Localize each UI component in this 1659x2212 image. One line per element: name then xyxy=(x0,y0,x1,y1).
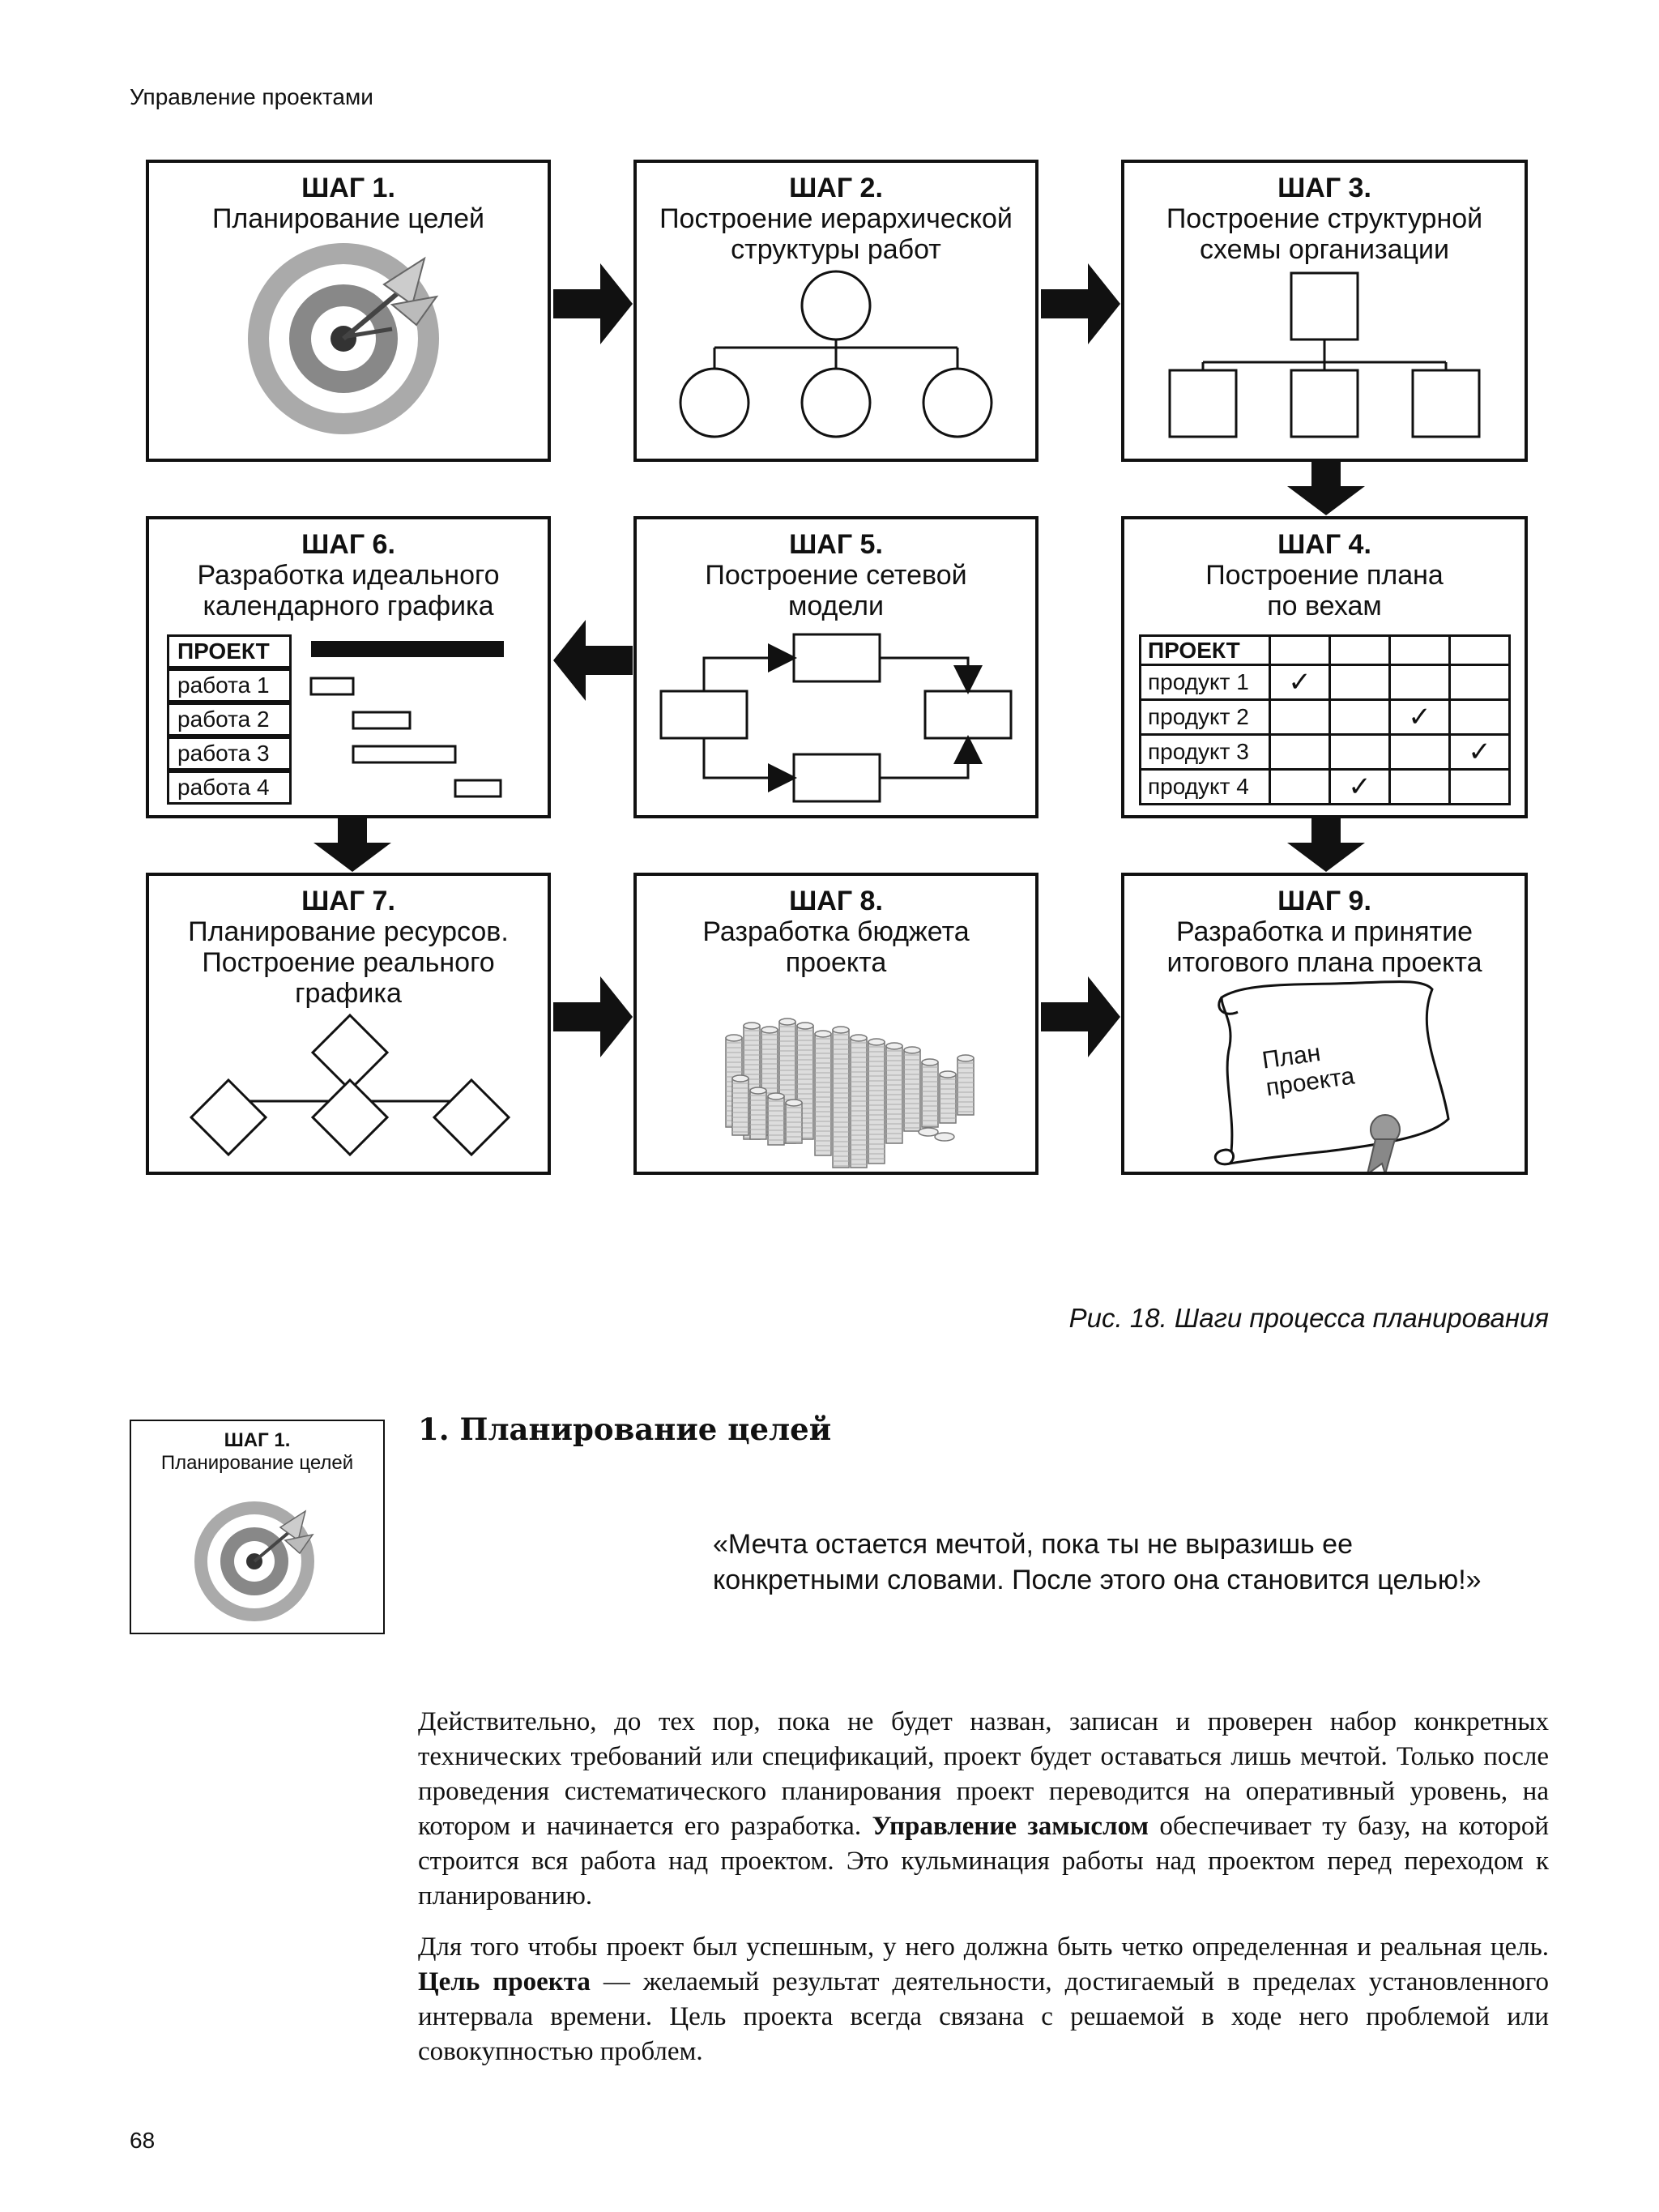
arrow-right-7-8 xyxy=(553,976,633,1057)
step-6-title: ШАГ 6. Разработка идеального календарног… xyxy=(197,529,500,621)
check-icon: ✓ xyxy=(1328,768,1391,805)
step-4-box: ШАГ 4. Построение плана по вехам ПРОЕКТ … xyxy=(1121,516,1528,818)
schedule-row: работа 1 xyxy=(167,668,292,702)
step-5-title: ШАГ 5. Построение сетевой модели xyxy=(705,529,967,621)
step-9-title: ШАГ 9. Разработка и принятие итогового п… xyxy=(1166,886,1482,978)
step-5-box: ШАГ 5. Построение сетевой модели xyxy=(633,516,1038,818)
step-2-title: ШАГ 2. Построение иерархической структур… xyxy=(659,173,1013,265)
figure-caption: Рис. 18. Шаги процесса планирования xyxy=(1068,1303,1549,1333)
arrow-down-6-7 xyxy=(313,818,391,872)
step-7-title: ШАГ 7. Планирование ресурсов. Построение… xyxy=(188,886,509,1009)
org-chart-icon xyxy=(1168,271,1481,438)
check-icon: ✓ xyxy=(1448,733,1511,771)
schedule-row: работа 4 xyxy=(167,771,292,805)
step-1-title: ШАГ 1. Планирование целей xyxy=(211,173,485,234)
milestone-row: продукт 2 xyxy=(1139,698,1271,736)
target-icon xyxy=(248,243,439,434)
arrow-down-3-4 xyxy=(1287,462,1365,515)
arrow-right-2-3 xyxy=(1041,263,1120,344)
step-4-title: ШАГ 4. Построение плана по вехам xyxy=(1205,529,1444,621)
arrow-right-8-9 xyxy=(1041,976,1120,1057)
target-icon xyxy=(194,1501,314,1621)
arrow-left-5-6 xyxy=(553,620,633,701)
milestone-table: ПРОЕКТ продукт 1✓ продукт 2✓ продукт 3✓ … xyxy=(1139,634,1511,805)
check-icon: ✓ xyxy=(1269,664,1331,701)
milestone-row: продукт 3 xyxy=(1139,733,1271,771)
body-paragraph-1: Действительно, до тех пор, пока не будет… xyxy=(418,1707,1549,1911)
step-1-thumbnail: ШАГ 1. Планирование целей xyxy=(130,1420,385,1634)
scroll-icon xyxy=(1214,980,1450,1172)
resource-diamonds-icon xyxy=(189,1013,511,1157)
arrow-down-4-9 xyxy=(1287,818,1365,872)
epigraph-quote: «Мечта остается мечтой, пока ты не выраз… xyxy=(713,1529,1482,1595)
step-8-box: ШАГ 8. Разработка бюджета проекта xyxy=(633,873,1038,1175)
schedule-header: ПРОЕКТ xyxy=(167,634,292,668)
body-paragraph-2: Для того чтобы проект был успешным, у не… xyxy=(418,1932,1549,2066)
arrow-right-1-2 xyxy=(553,263,633,344)
check-icon: ✓ xyxy=(1388,698,1451,736)
milestone-header: ПРОЕКТ xyxy=(1139,634,1271,666)
step-1-box: ШАГ 1. Планирование целей xyxy=(146,160,551,462)
step-2-box: ШАГ 2. Построение иерархической структур… xyxy=(633,160,1038,462)
step-6-box: ШАГ 6. Разработка идеального календарног… xyxy=(146,516,551,818)
hierarchy-circles-icon xyxy=(679,270,993,438)
coin-stacks-map-icon xyxy=(725,1018,975,1168)
step-9-box: ШАГ 9. Разработка и принятие итогового п… xyxy=(1121,873,1528,1175)
running-head: Управление проектами xyxy=(130,84,373,109)
step-8-title: ШАГ 8. Разработка бюджета проекта xyxy=(702,886,970,978)
milestone-row: продукт 1 xyxy=(1139,664,1271,701)
page-number: 68 xyxy=(130,2128,156,2153)
step-7-box: ШАГ 7. Планирование ресурсов. Построение… xyxy=(146,873,551,1175)
step-3-box: ШАГ 3. Построение структурной схемы орга… xyxy=(1121,160,1528,462)
schedule-row: работа 3 xyxy=(167,737,292,771)
step-3-title: ШАГ 3. Построение структурной схемы орга… xyxy=(1166,173,1483,265)
gantt-bars xyxy=(309,641,504,798)
milestone-row: продукт 4 xyxy=(1139,768,1271,805)
schedule-row: работа 2 xyxy=(167,702,292,737)
network-model-icon xyxy=(659,633,1013,803)
section-title: 1. Планирование целей xyxy=(418,1411,832,1447)
